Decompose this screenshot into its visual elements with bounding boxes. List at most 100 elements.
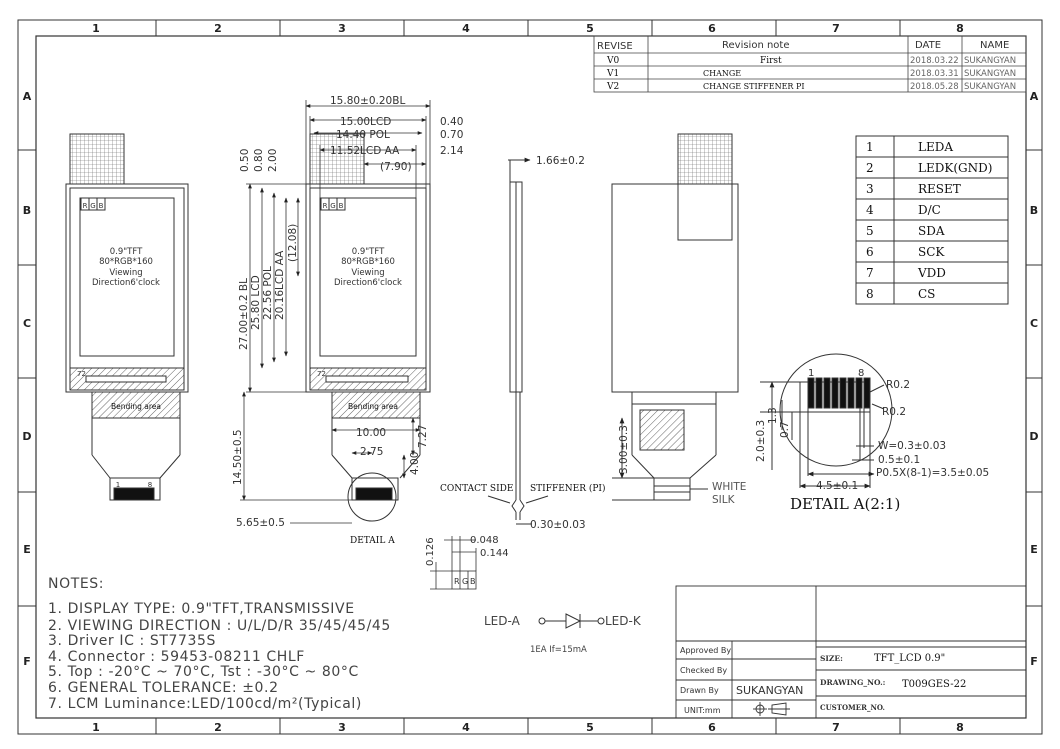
rev-note: First	[760, 56, 782, 66]
drawing-no-value: T009GES-22	[902, 679, 966, 690]
dim-790: (7.90)	[380, 161, 412, 173]
dim-040: 0.40	[440, 116, 463, 128]
pin-name: RESET	[918, 182, 961, 196]
col-label: 4	[462, 22, 470, 35]
detail-a-callout: DETAIL A	[350, 536, 395, 546]
bending-label: Bending area	[111, 402, 161, 411]
panel-resolution: 80*RGB*160	[99, 257, 153, 267]
dim-214: 2.14	[440, 145, 464, 157]
rev-note: CHANGE STIFFENER PI	[703, 82, 805, 91]
rgb-r: R	[454, 577, 460, 586]
note-item: 2. VIEWING DIRECTION : U/L/D/R 35/45/45/…	[48, 618, 391, 634]
back-view-text: 3.00±0.3 WHITE SILK	[618, 425, 746, 506]
detail-dim-07: 0.7	[779, 421, 791, 438]
detail-pitch: P0.5X(8-1)=3.5±0.05	[876, 467, 989, 479]
size-label: SIZE:	[820, 654, 843, 663]
row-label: F	[23, 655, 31, 668]
outer-frame	[17, 19, 1043, 735]
row-label: C	[1030, 317, 1038, 330]
rev-header: REVISE	[597, 41, 633, 52]
side-view-text: 1.66±0.2 0.30±0.03 CONTACT SIDE STIFFENE…	[440, 155, 606, 531]
panel-viewing: Viewing	[351, 268, 384, 278]
col-label: 5	[586, 22, 594, 35]
rgb-g: G	[330, 202, 335, 210]
fpc-num: 72	[77, 370, 86, 378]
col-label: 7	[832, 22, 840, 35]
dim-0144: 0.144	[480, 548, 509, 559]
pin-number: 3	[866, 182, 874, 196]
dim-166: 1.66±0.2	[536, 155, 585, 167]
panel-viewing: Viewing	[109, 268, 142, 278]
col-label: 5	[586, 721, 594, 734]
rev-date: 2018.03.31	[910, 69, 959, 79]
rev-name: SUKANGYAN	[964, 82, 1016, 92]
unit-label: UNIT:mm	[684, 706, 721, 715]
detail-dim-20: 2.0±0.3	[755, 420, 767, 462]
fpc-num: 72	[317, 370, 326, 378]
dim-275: 2.75	[360, 446, 383, 458]
rev-note: CHANGE	[703, 69, 741, 78]
detail-w: W=0.3±0.03	[878, 440, 946, 452]
approved-label: Approved By	[680, 646, 731, 655]
row-label: A	[23, 90, 32, 103]
rgb-r: R	[323, 202, 328, 210]
back-view	[611, 133, 739, 501]
drawn-label: Drawn By	[680, 686, 719, 695]
dimension-texts: 15.80±0.20BL 15.00LCD 0.40 14.40 POL 0.7…	[232, 95, 464, 546]
rgb-g: G	[462, 577, 468, 586]
rev-id: V2	[606, 82, 619, 92]
dim-bl-height: 27.00±0.2 BL	[238, 278, 250, 350]
note-item: 7. LCM Luminance:LED/100cd/m²(Typical)	[48, 696, 362, 712]
rev-date: 2018.03.22	[910, 56, 959, 66]
dim-0126: 0.126	[425, 537, 436, 566]
dim-030: 0.30±0.03	[530, 519, 586, 531]
contact-side-label: CONTACT SIDE	[440, 484, 513, 494]
note-item: 6. GENERAL TOLERANCE: ±0.2	[48, 680, 279, 696]
rev-id: V1	[606, 69, 619, 79]
rev-date: 2018.05.28	[910, 82, 959, 92]
dim-080: 0.80	[253, 149, 265, 172]
pin-name: SDA	[918, 224, 945, 238]
fpc-pin1: 1	[116, 481, 120, 489]
note-item: 4. Connector : 59453-08211 CHLF	[48, 649, 305, 665]
led-current: 1EA If=15mA	[530, 645, 587, 655]
dimension-lines	[240, 100, 431, 524]
panel-direction: Direction6'clock	[334, 278, 402, 288]
front-view-left-text: R G B 0.9"TFT 80*RGB*160 Viewing Directi…	[77, 202, 161, 489]
detail-r02-bottom: R0.2	[882, 406, 906, 418]
dim-565: 5.65±0.5	[236, 517, 285, 529]
dim-1208: (12.08)	[287, 224, 299, 262]
col-label: 2	[214, 22, 222, 35]
panel-type: 0.9"TFT	[110, 247, 143, 257]
side-view	[487, 157, 549, 525]
note-item: 1. DISPLAY TYPE: 0.9"TFT,TRANSMISSIVE	[48, 601, 355, 617]
rev-header: Revision note	[722, 40, 790, 51]
pixel-detail	[430, 536, 477, 590]
rev-name: SUKANGYAN	[964, 69, 1016, 79]
drawn-name: SUKANGYAN	[736, 684, 803, 697]
dim-lcd-height: 25.80 LCD	[250, 275, 262, 330]
title-block-text: Approved By Checked By Drawn By SUKANGYA…	[680, 646, 966, 715]
pin-number: 2	[866, 161, 874, 175]
panel-resolution: 80*RGB*160	[341, 257, 395, 267]
drawing-no-label: DRAWING_NO.:	[820, 678, 886, 687]
rgb-b: B	[99, 202, 104, 210]
dim-727: 7.27	[417, 425, 429, 448]
rev-header: DATE	[915, 40, 941, 51]
panel-direction: Direction6'clock	[92, 278, 160, 288]
white-label: WHITE	[712, 481, 746, 493]
dim-300: 3.00±0.3	[618, 425, 630, 474]
pin-name: VDD	[917, 266, 946, 280]
led-diode-symbol	[538, 613, 605, 629]
col-label: 1	[92, 721, 100, 734]
col-label: 1	[92, 22, 100, 35]
dim-0048: 0.048	[470, 535, 499, 546]
dim-fpc-width: 10.00	[356, 427, 386, 439]
customer-no-label: CUSTOMER_NO.	[820, 703, 885, 712]
row-label: C	[23, 317, 31, 330]
col-label: 3	[338, 22, 346, 35]
pin-number: 8	[866, 287, 874, 301]
rev-name: SUKANGYAN	[964, 56, 1016, 66]
pin-table: 1 LEDA 2 LEDK(GND) 3 RESET 4 D/C 5 SDA 6…	[855, 135, 1009, 305]
front-view-left	[65, 133, 189, 501]
